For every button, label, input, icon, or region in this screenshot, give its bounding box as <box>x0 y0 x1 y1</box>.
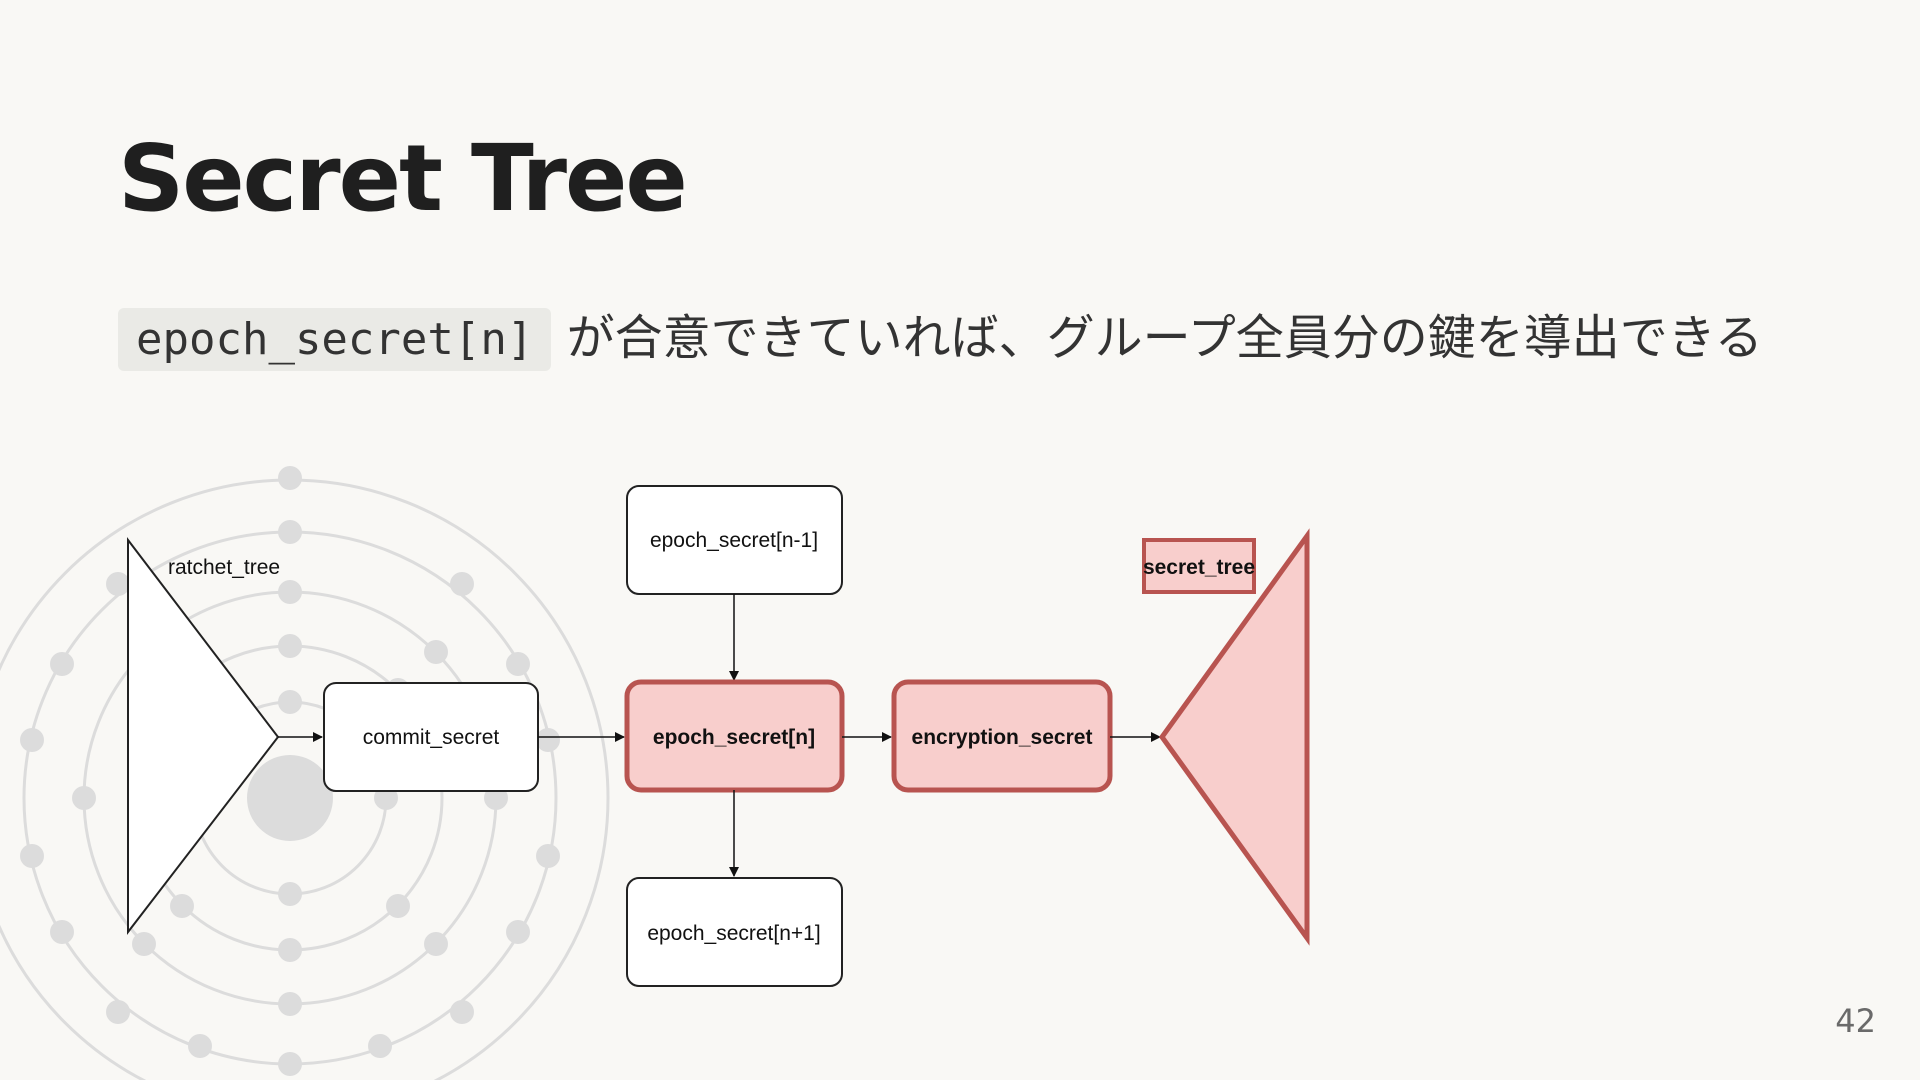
commit-secret-label: commit_secret <box>363 726 500 749</box>
ratchet-tree-triangle <box>127 537 280 935</box>
slide-title: Secret Tree <box>118 125 688 232</box>
encryption-secret-node <box>891 679 1113 793</box>
page-number: 42 <box>1835 1002 1876 1040</box>
epoch-secret-current-label: epoch_secret[n] <box>653 726 815 749</box>
secret-tree-label: secret_tree <box>1143 556 1255 579</box>
epoch-secret-next-label: epoch_secret[n+1] <box>647 922 820 945</box>
secret-tree-triangle <box>1158 528 1310 946</box>
lead-sentence: が合意できていれば、グループ全員分の鍵を導出できる <box>551 310 1763 366</box>
encryption-secret-label: encryption_secret <box>912 726 1093 749</box>
secret-tree-label-box <box>1142 538 1256 594</box>
secret-tree-diagram: ratchet_tree commit_secret epoch_secret[… <box>127 485 1310 987</box>
epoch-secret-prev-label: epoch_secret[n-1] <box>650 529 818 552</box>
lead-code: epoch_secret[n] <box>118 308 552 371</box>
epoch-secret-next-node <box>626 877 843 987</box>
lead-text: epoch_secret[n] が合意できていれば、グループ全員分の鍵を導出でき… <box>118 300 1798 378</box>
ratchet-tree-label: ratchet_tree <box>168 556 280 579</box>
